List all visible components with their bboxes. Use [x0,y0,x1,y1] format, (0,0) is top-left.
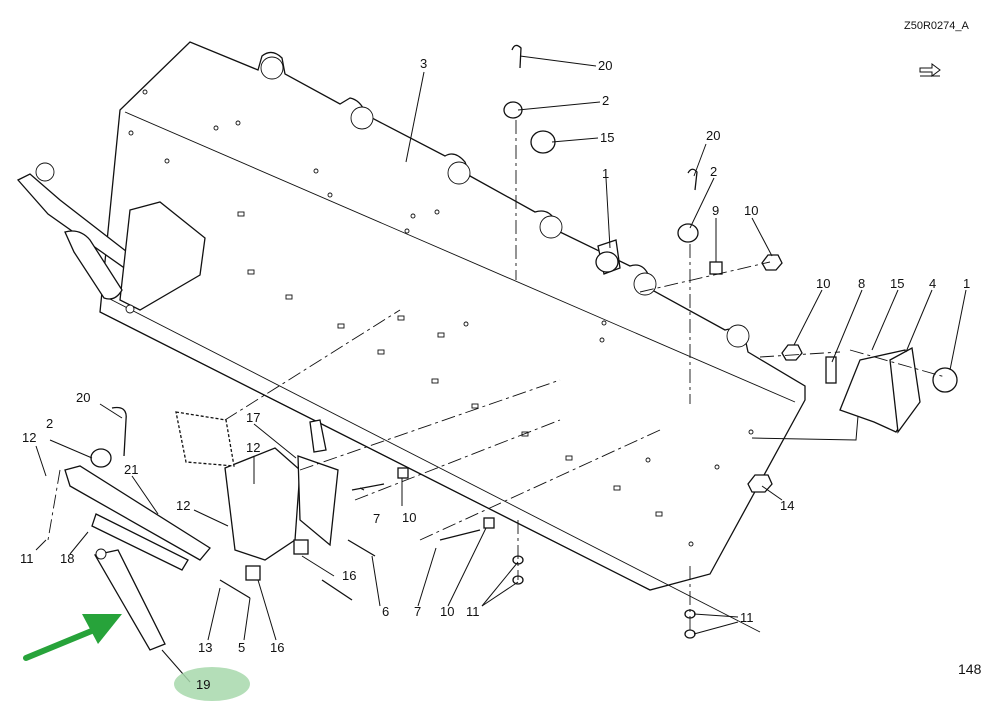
callout-15: 15 [890,276,904,291]
callout-10: 10 [440,604,454,619]
callout-6: 6 [382,604,389,619]
callout-20: 20 [76,390,90,405]
callout-4: 4 [929,276,936,291]
callout-5: 5 [238,640,245,655]
callout-1: 1 [963,276,970,291]
callout-13: 13 [198,640,212,655]
book-pointer-icon[interactable] [919,63,941,77]
callout-17: 17 [246,410,260,425]
main-plate [99,41,806,633]
callout-16: 16 [270,640,284,655]
green-arrow-icon [23,614,122,661]
callout-18: 18 [60,551,74,566]
callout-10: 10 [744,203,758,218]
callout-20: 20 [598,58,612,73]
page-number: 148 [958,661,982,677]
callout-1: 1 [602,166,609,181]
callout-leaders [35,55,967,683]
callout-9: 9 [712,203,719,218]
callout-highlight [174,667,250,701]
top-fasteners [503,44,841,404]
callout-19: 19 [196,677,210,692]
right-bracket-assembly [747,346,958,493]
callout-14: 14 [780,498,794,513]
lower-arm-assembly [47,309,696,651]
callout-10: 10 [402,510,416,525]
callout-2: 2 [602,93,609,108]
callout-15: 15 [600,130,614,145]
callout-11: 11 [740,610,754,625]
callout-12: 12 [22,430,36,445]
callout-11: 11 [20,551,34,566]
callout-8: 8 [858,276,865,291]
callout-21: 21 [124,462,138,477]
callout-12: 12 [176,498,190,513]
callout-7: 7 [373,511,380,526]
callout-10: 10 [816,276,830,291]
drawing-reference-code: Z50R0274_A [904,20,969,32]
callout-7: 7 [414,604,421,619]
callout-16: 16 [342,568,356,583]
callout-20: 20 [706,128,720,143]
upper-arm-assembly [16,162,206,314]
callout-11: 11 [466,604,480,619]
callout-3: 3 [420,56,427,71]
highlighted-callout-19[interactable]: 19 [174,667,250,701]
callout-12: 12 [246,440,260,455]
callout-numbers: 3 20 2 15 1 20 2 9 10 10 8 15 4 1 14 17 … [20,56,970,655]
callout-2: 2 [710,164,717,179]
callout-2: 2 [46,416,53,431]
